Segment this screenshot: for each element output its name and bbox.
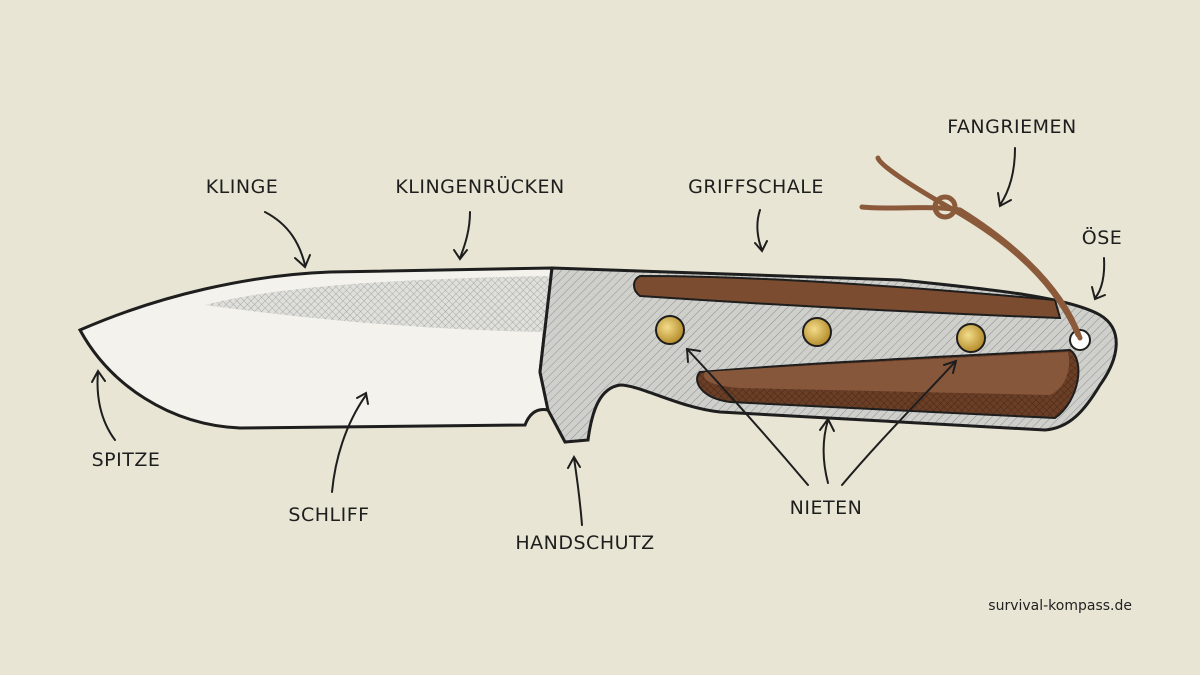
rivet-1 bbox=[655, 315, 685, 345]
label-klinge: KLINGE bbox=[205, 176, 279, 198]
grind-bevel bbox=[205, 276, 552, 332]
label-spitze: SPITZE bbox=[91, 449, 161, 471]
arrows bbox=[91, 147, 1106, 526]
label-klingenruecken: KLINGENRÜCKEN bbox=[395, 176, 565, 198]
site-credit: survival-kompass.de bbox=[988, 598, 1132, 614]
rivet-2 bbox=[802, 317, 832, 347]
label-oese: ÖSE bbox=[1081, 227, 1123, 249]
label-griffschale: GRIFFSCHALE bbox=[688, 176, 824, 198]
label-fangriemen: FANGRIEMEN bbox=[947, 116, 1077, 138]
label-nieten: NIETEN bbox=[789, 497, 863, 519]
label-handschutz: HANDSCHUTZ bbox=[515, 532, 655, 554]
lanyard bbox=[859, 155, 1083, 341]
upper-handle-scale bbox=[633, 274, 1062, 320]
rivet-3 bbox=[956, 323, 986, 353]
label-schliff: SCHLIFF bbox=[288, 504, 370, 526]
